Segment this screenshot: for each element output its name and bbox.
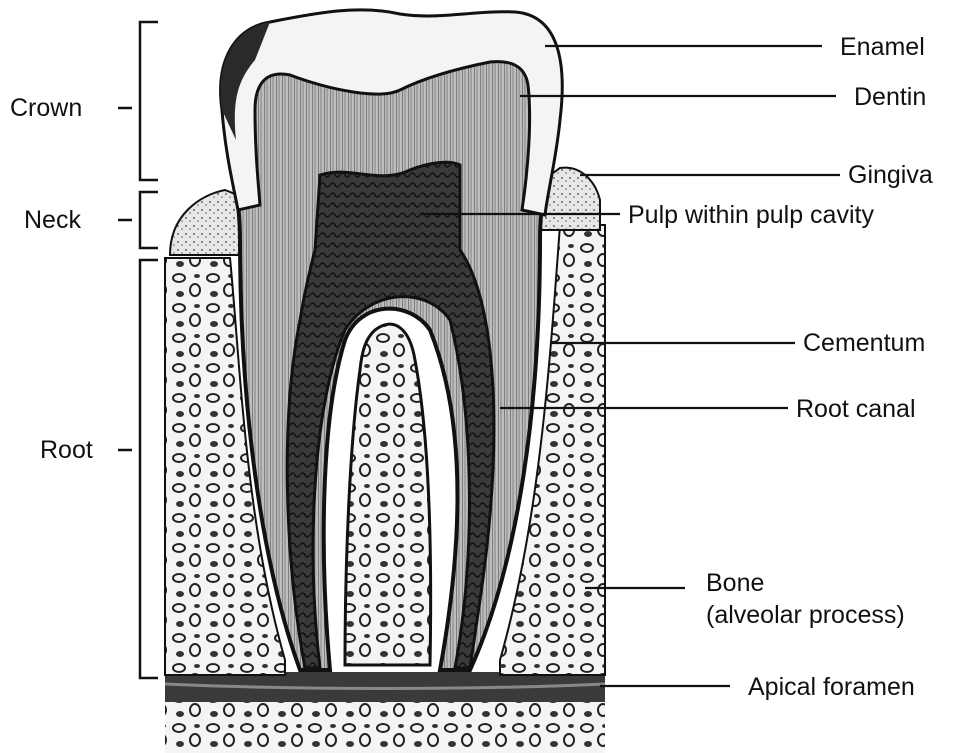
label-crown: Crown: [10, 94, 82, 122]
label-apical-foramen: Apical foramen: [748, 673, 915, 701]
label-enamel: Enamel: [840, 33, 925, 61]
label-gingiva: Gingiva: [848, 161, 933, 189]
label-pulp-within-pulp-cavity: Pulp within pulp cavity: [628, 201, 874, 229]
region-brackets: [118, 22, 158, 678]
label-alveolar-process: (alveolar process): [706, 601, 905, 629]
label-bone: Bone: [706, 569, 764, 597]
label-cementum: Cementum: [803, 329, 925, 357]
label-neck: Neck: [24, 206, 81, 234]
label-root-canal: Root canal: [796, 395, 916, 423]
interradicular-bone: [345, 324, 431, 665]
label-dentin: Dentin: [854, 83, 926, 111]
label-root: Root: [40, 436, 93, 464]
lower-bone-band: [165, 700, 605, 753]
